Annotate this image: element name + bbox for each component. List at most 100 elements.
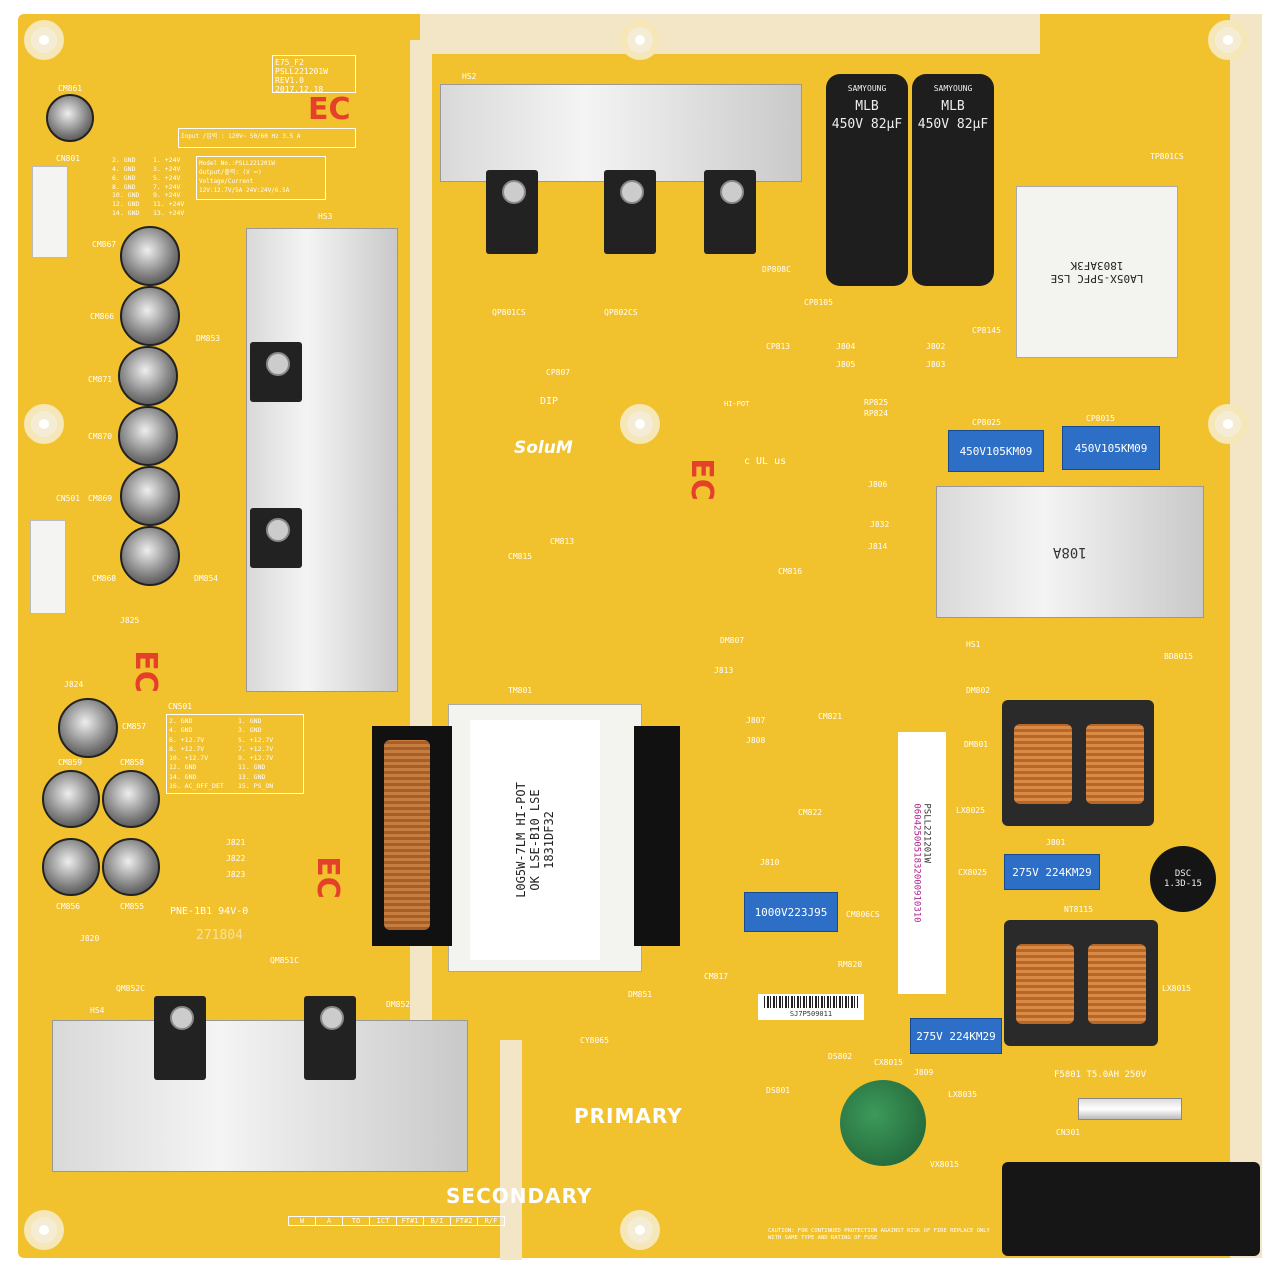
barcode-model: PSLL221201W — [922, 803, 932, 863]
ref-designator: CM815 — [508, 552, 533, 561]
ref-designator: CM868 — [92, 574, 117, 583]
board-edge — [1230, 14, 1262, 1258]
pin: 8. GND — [112, 182, 136, 191]
film-cap-label: 275V 224KM29 — [916, 1029, 996, 1043]
ref-designator: TM801 — [508, 686, 533, 695]
primary-isolation-zone — [420, 14, 1040, 54]
ref-designator: CP8145 — [972, 326, 1001, 335]
ref-designator: DM852 — [386, 1000, 411, 1009]
transformer-label: L0G5W-7LM HI-POT OK LSE-B10 LSE 1831DF32 — [470, 720, 600, 960]
pin: 10. GND — [112, 191, 140, 200]
ref-designator: J822 — [226, 854, 246, 863]
ref-designator: QP802CS — [604, 308, 638, 317]
ref-designator: CN301 — [1056, 1128, 1081, 1137]
pin: 15. PS_ON — [238, 781, 274, 790]
capacitor-cm859 — [42, 770, 100, 828]
ref-designator: J814 — [868, 542, 888, 551]
heatsink-hs2 — [440, 84, 802, 182]
transistor-qp802cs — [604, 170, 656, 254]
cn801-connector[interactable] — [32, 166, 68, 258]
ref-designator: J820 — [80, 934, 100, 943]
film-cap-label: 450V105KM09 — [1074, 441, 1148, 455]
choke-winding — [1088, 944, 1146, 1024]
ref-designator: VX8015 — [930, 1160, 959, 1169]
ref-designator: QM851C — [270, 956, 299, 965]
ref-designator: CP813 — [766, 342, 791, 351]
ref-designator: J823 — [226, 870, 246, 879]
model-label: Model No.:PSLL221201W — [199, 160, 275, 167]
ec-mark: EC — [127, 650, 163, 693]
film-capacitor-cp8015: 450V105KM09 — [1062, 426, 1160, 470]
ec-mark: EC — [308, 92, 351, 127]
date-code: 271804 — [196, 928, 243, 943]
ref-designator: CM869 — [88, 494, 113, 503]
fuse-label: F5801 T5.0AH 250V — [1054, 1070, 1147, 1080]
film-capacitor-cm806cs: 1000V223J95 — [744, 892, 838, 932]
ref-designator: J804 — [836, 342, 856, 351]
pin: 6. +12.7V — [169, 735, 205, 744]
ref-designator: DS801 — [766, 1086, 791, 1095]
transformer-label-text: L0G5W-7LM HI-POT OK LSE-B10 LSE 1831DF32 — [514, 782, 556, 898]
ref-designator: J824 — [64, 680, 84, 689]
mounting-hole — [24, 404, 64, 444]
ref-designator: DM851 — [628, 990, 653, 999]
capacitor-cm856 — [42, 838, 100, 896]
film-cap-label: 450V105KM09 — [959, 444, 1033, 458]
ac-inlet-cn301[interactable] — [1002, 1162, 1260, 1256]
pin: 12. GND — [112, 200, 140, 209]
ref-designator: HS1 — [966, 640, 981, 649]
mounting-hole — [620, 1210, 660, 1250]
ref-designator: BD8015 — [1164, 652, 1193, 661]
film-capacitor-cp8025: 450V105KM09 — [948, 430, 1044, 472]
pin: 9. +12.7V — [238, 754, 274, 762]
mounting-hole — [1208, 404, 1248, 444]
ref-designator: LX8025 — [956, 806, 985, 815]
heatsink-label: 108A — [1053, 544, 1087, 560]
ref-designator: DP808C — [762, 265, 791, 274]
capacitor — [118, 406, 178, 466]
ref-designator: QM852C — [116, 984, 145, 993]
ref-designator: DM807 — [720, 636, 745, 645]
diode-dm854 — [250, 508, 302, 568]
secondary-label: SECONDARY — [446, 1184, 593, 1208]
pin: 4. GND — [169, 726, 193, 735]
diode-dm853 — [250, 342, 302, 402]
pin: 3. +24V — [153, 164, 181, 173]
cap-brand: SAMYOUNG — [847, 84, 887, 93]
ref-designator: J810 — [760, 858, 780, 867]
barcode-label: PSLL221201W 0604250051832000910310 — [898, 732, 946, 994]
cn501-connector[interactable] — [30, 520, 66, 614]
ref-designator: CM861 — [58, 84, 83, 93]
ref-designator: J807 — [746, 716, 766, 725]
ref-designator: DM853 — [196, 334, 221, 343]
ref-designator: RP824 — [864, 409, 889, 418]
ref-designator: J813 — [714, 666, 734, 675]
pin: 14. GND — [112, 209, 140, 218]
output-label: Output/출력: (V ⎓) — [199, 169, 262, 176]
choke-winding — [1086, 724, 1144, 804]
capacitor-cm861 — [46, 94, 94, 142]
table-header: A — [316, 1217, 343, 1225]
ref-designator: RM820 — [838, 960, 863, 969]
ref-designator: J806 — [868, 480, 888, 489]
capacitor — [120, 526, 180, 586]
cap-brand: SAMYOUNG — [933, 84, 973, 93]
transistor-qm851c — [304, 996, 356, 1080]
ref-designator: CM822 — [798, 808, 823, 817]
transformer-bobbin — [634, 726, 680, 946]
table-header: TO — [343, 1217, 370, 1225]
pfc-transformer-label: LA05X-5PFC LSE 1803AF3K — [1050, 259, 1144, 285]
ref-designator: CM857 — [122, 722, 147, 731]
pcb-flame-rating: PNE-1B1 94V-0 — [170, 906, 249, 917]
ref-designator: CP807 — [546, 368, 571, 377]
transformer-winding — [384, 740, 430, 930]
heatsink-hs1: 108A — [936, 486, 1204, 618]
transistor-qm852c — [154, 996, 206, 1080]
ul-logo: c UL us — [744, 456, 787, 467]
model-block: Model No.:PSLL221201W Output/출력: (V ⎓) V… — [196, 156, 326, 200]
ref-designator: CM813 — [550, 537, 575, 546]
pin: 1. +24V — [153, 156, 181, 164]
pin: 11. +24V — [153, 200, 185, 209]
